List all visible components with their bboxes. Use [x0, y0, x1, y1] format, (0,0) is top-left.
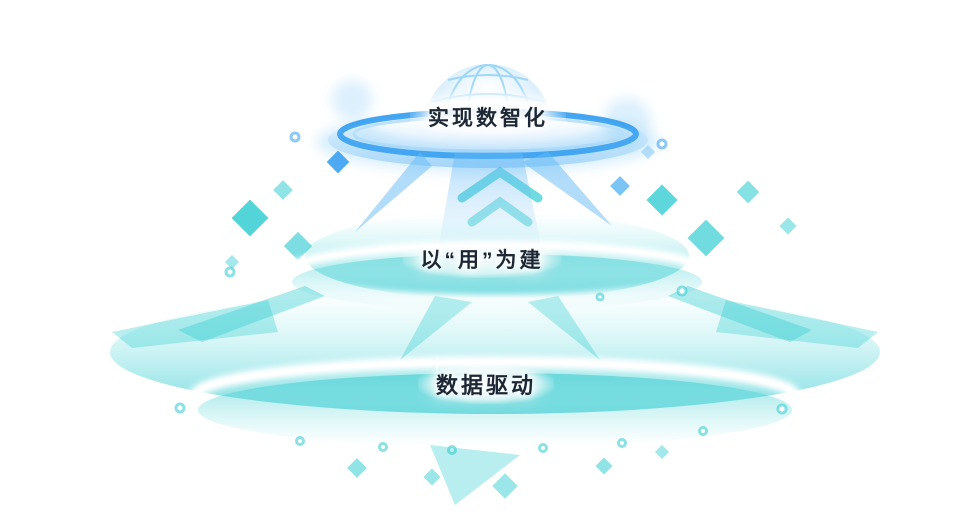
decor-dot [776, 403, 788, 415]
decor-triangle [430, 445, 520, 505]
decor-dot [538, 443, 548, 453]
top-dots [289, 131, 668, 150]
blue-halo [332, 80, 372, 120]
bottom-wing-left [112, 300, 278, 348]
top-rays [355, 152, 612, 250]
decor-ray [400, 296, 472, 360]
decor-ray [528, 296, 600, 360]
decor-diamond [347, 458, 367, 478]
globe-latitude [447, 74, 529, 81]
middle-diamonds-left [224, 180, 313, 270]
bottom-wing-right [716, 300, 878, 348]
decor-diamond [610, 176, 630, 196]
middle-dots [224, 266, 688, 302]
decor-diamond [492, 473, 518, 499]
decor-dot [595, 292, 605, 302]
tier-label-bottom: 数据驱动 [417, 364, 555, 404]
tier-label-middle: 以“用”为建 [402, 240, 562, 278]
bottom-rim-dots [174, 402, 788, 455]
decor-dot [224, 266, 236, 278]
decor-ray [355, 152, 432, 232]
decor-diamond [654, 444, 670, 460]
decor-diamond [640, 144, 656, 160]
bottom-skirt [198, 373, 792, 447]
decor-ray [178, 286, 325, 342]
decor-dot [378, 442, 388, 452]
decor-diamond [595, 457, 613, 475]
middle-rays [178, 286, 812, 360]
decor-ray [668, 286, 812, 342]
tier-bottom-art [110, 290, 880, 505]
decor-dot [656, 138, 668, 150]
decor-dot [174, 402, 186, 414]
decor-ray [438, 152, 542, 250]
decor-diamond [224, 254, 240, 270]
decor-ray [522, 152, 612, 226]
decor-diamond [646, 184, 678, 216]
tier-label-top: 实现数智化 [410, 98, 566, 136]
decor-dot [447, 445, 457, 455]
top-ring-underglow [328, 112, 648, 168]
bottom-diamonds [347, 444, 670, 505]
decor-diamond [736, 180, 760, 204]
decor-dot [676, 285, 688, 297]
decor-dot [698, 426, 708, 436]
decor-diamond [273, 180, 293, 200]
decor-diamond [423, 468, 441, 486]
decor-diamond [779, 217, 797, 235]
decor-dot [617, 438, 627, 448]
decor-dot [289, 131, 301, 143]
decor-diamond [687, 219, 725, 257]
decor-diamond [231, 199, 269, 237]
decor-dot [295, 436, 305, 446]
